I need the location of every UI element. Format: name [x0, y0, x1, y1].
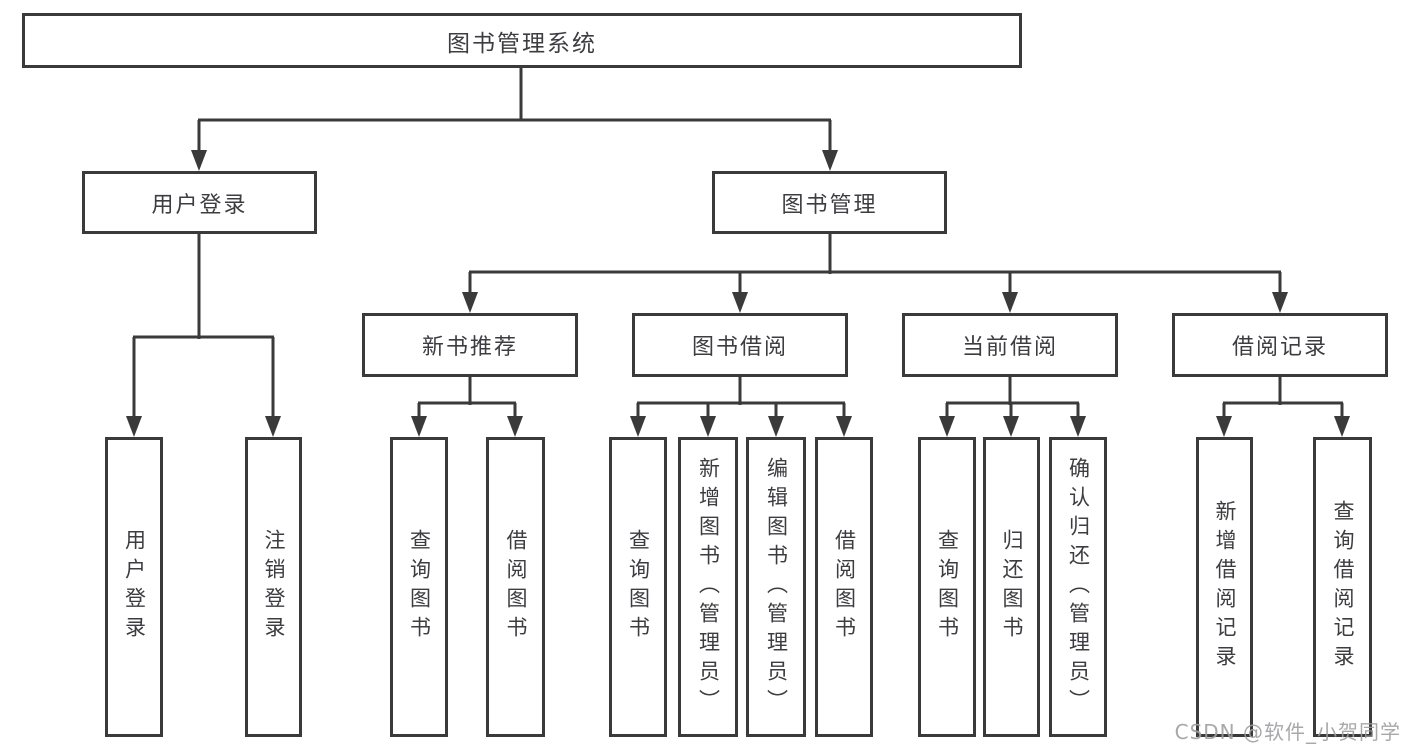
arrowhead-icon	[939, 416, 955, 437]
node-user-login: 用户登录	[82, 171, 317, 234]
leaf-query-books-borrowing: 查询图书	[609, 437, 667, 737]
arrowhead-icon	[1216, 416, 1232, 437]
leaf-return-books-label: 归还图书	[1000, 529, 1025, 645]
leaf-add-borrow-record-label: 新增借阅记录	[1213, 500, 1238, 674]
node-user-login-label: 用户登录	[151, 192, 248, 218]
leaf-query-books-recommend: 查询图书	[390, 437, 448, 737]
leaf-add-books-admin: 新增图书（管理员）	[678, 437, 738, 737]
leaf-add-books-admin-label: 新增图书（管理员）	[696, 456, 721, 718]
connector-lines	[132, 68, 1344, 418]
arrowhead-icon	[630, 416, 646, 437]
arrowhead-icon	[1334, 416, 1350, 437]
leaf-query-books-current: 查询图书	[918, 437, 976, 737]
arrowhead-icon	[462, 292, 478, 313]
leaf-user-login: 用户登录	[105, 437, 163, 737]
leaf-logout-label: 注销登录	[262, 529, 287, 645]
leaf-borrow-books-borrowing-label: 借阅图书	[832, 529, 857, 645]
node-new-book-recommendation: 新书推荐	[362, 313, 578, 377]
leaf-add-borrow-record: 新增借阅记录	[1196, 437, 1253, 737]
arrowhead-icon	[265, 416, 281, 437]
csdn-watermark: CSDN @软件_小贺同学	[1174, 720, 1401, 744]
leaf-edit-books-admin-label: 编辑图书（管理员）	[764, 456, 789, 718]
leaf-borrow-books-recommend-label: 借阅图书	[504, 529, 529, 645]
arrowhead-icon	[836, 416, 852, 437]
leaf-confirm-return-admin-label: 确认归还（管理员）	[1066, 456, 1091, 718]
node-borrowing-records: 借阅记录	[1172, 313, 1388, 377]
leaf-query-borrow-record-label: 查询借阅记录	[1331, 500, 1356, 674]
arrowhead-icon	[822, 150, 838, 171]
leaf-query-borrow-record: 查询借阅记录	[1313, 437, 1372, 737]
leaf-edit-books-admin: 编辑图书（管理员）	[746, 437, 806, 737]
node-borrowing-records-label: 借阅记录	[1231, 335, 1328, 360]
node-book-management-label: 图书管理	[781, 192, 878, 218]
arrowhead-icon	[126, 416, 142, 437]
leaf-query-books-recommend-label: 查询图书	[407, 529, 432, 645]
node-book-management: 图书管理	[712, 171, 947, 234]
node-current-borrowing: 当前借阅	[902, 313, 1118, 377]
arrowhead-icon	[700, 416, 716, 437]
node-book-borrowing-label: 图书借阅	[691, 335, 788, 360]
arrowhead-icon	[1070, 416, 1086, 437]
leaf-logout: 注销登录	[245, 437, 302, 737]
node-current-borrowing-label: 当前借阅	[961, 335, 1058, 360]
leaf-confirm-return-admin: 确认归还（管理员）	[1049, 437, 1107, 737]
leaf-query-books-current-label: 查询图书	[935, 529, 960, 645]
arrowhead-icon	[1272, 292, 1288, 313]
arrowhead-icon	[411, 416, 427, 437]
arrowhead-icon	[507, 416, 523, 437]
arrowhead-icon	[1003, 416, 1019, 437]
node-library-system-label: 图书管理系统	[447, 30, 597, 57]
arrowhead-icon	[1002, 292, 1018, 313]
node-book-borrowing: 图书借阅	[632, 313, 848, 377]
leaf-return-books: 归还图书	[983, 437, 1040, 737]
node-new-book-recommendation-label: 新书推荐	[421, 335, 518, 360]
arrowhead-icon	[732, 292, 748, 313]
leaf-borrow-books-borrowing: 借阅图书	[815, 437, 873, 737]
leaf-borrow-books-recommend: 借阅图书	[486, 437, 545, 737]
leaf-user-login-label: 用户登录	[122, 529, 147, 645]
leaf-query-books-borrowing-label: 查询图书	[626, 529, 651, 645]
node-library-system: 图书管理系统	[22, 13, 1022, 68]
arrowhead-icon	[191, 150, 207, 171]
arrowhead-icon	[768, 416, 784, 437]
